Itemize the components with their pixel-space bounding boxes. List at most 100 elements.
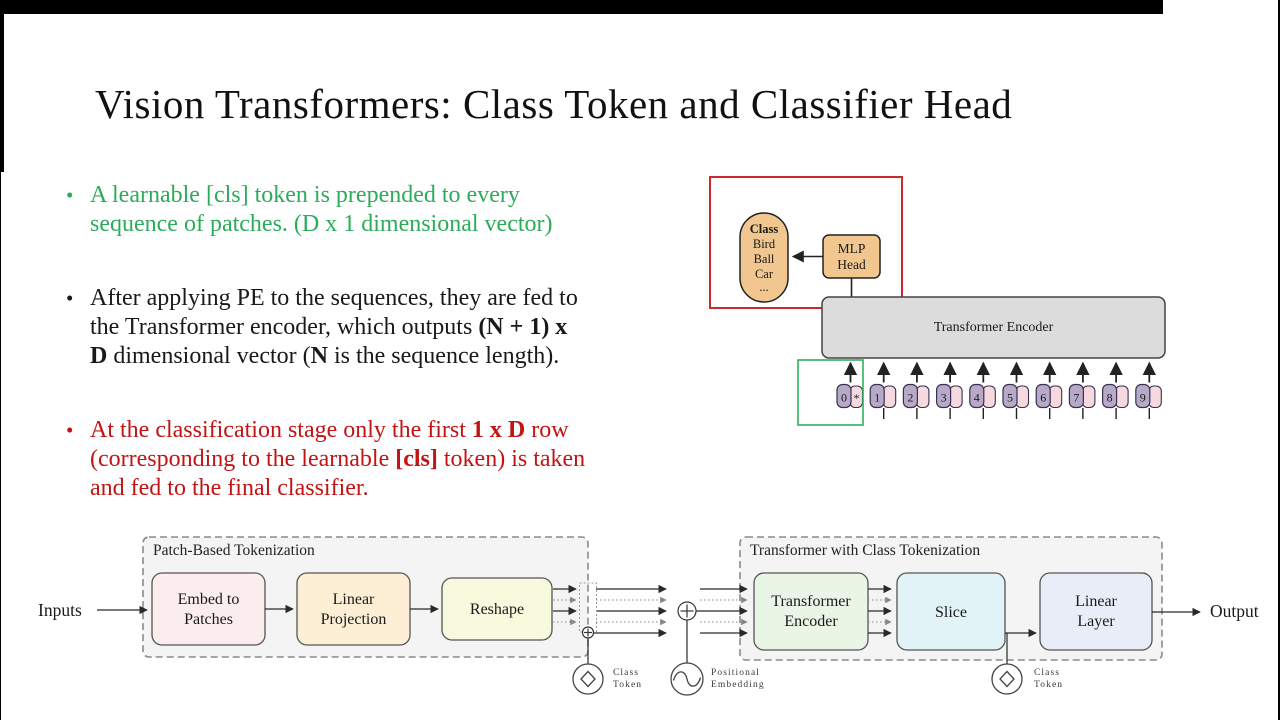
token-3: 3	[936, 361, 963, 419]
bullet-text-line: sequence of patches. (D x 1 dimensional …	[90, 211, 553, 237]
linear-layer-line1: Linear	[1075, 593, 1117, 610]
output-label: Output	[1210, 601, 1259, 621]
linear-projection-box	[296, 572, 411, 646]
transformer-encoder-label: Transformer Encoder	[934, 320, 1054, 335]
concat-plus-icon	[581, 626, 595, 639]
red-highlight-box	[709, 176, 903, 309]
add-positional-icon	[677, 601, 697, 621]
token-number: 1	[874, 391, 880, 405]
token-8: 8	[1102, 361, 1129, 419]
token-1: 1	[869, 361, 897, 419]
mlp-connectors	[791, 250, 853, 297]
token-pink-cell	[1115, 385, 1129, 409]
pipeline-transformer-encoder-box	[753, 572, 869, 651]
bullet-item: •After applying PE to the sequences, the…	[64, 284, 704, 371]
token-purple-cell	[1068, 383, 1084, 409]
class-pill-title: Class	[750, 222, 779, 236]
token-number: 5	[1007, 391, 1013, 405]
token-7: 7	[1068, 361, 1096, 419]
bullet-list: • A learnable [cls] token is prepended to…	[64, 181, 704, 548]
class-token-label-1-line1: Class	[613, 668, 639, 678]
token-number: 0	[841, 391, 847, 405]
token-9: 9	[1135, 361, 1162, 419]
token-5: 5	[1002, 361, 1030, 419]
mlp-head-line2: Head	[837, 257, 866, 272]
token-pink-cell	[1081, 385, 1096, 409]
bullet-text-line: D dimensional vector (N is the sequence …	[90, 343, 560, 369]
patch-group-label: Patch-Based Tokenization	[153, 542, 315, 559]
green-highlight-box	[797, 359, 864, 426]
positional-embedding-icon	[670, 662, 704, 696]
class-token-label-2-line1: Class	[1034, 668, 1060, 678]
token-4: 4	[969, 361, 996, 419]
frame-left-thick-line	[0, 0, 4, 172]
embed-box-line1: Embed to	[178, 591, 240, 608]
class-token-icon	[572, 663, 604, 695]
embed-to-patches-box	[151, 572, 266, 646]
frame-left-thin-line	[0, 0, 1, 720]
frame-right-line	[1278, 0, 1280, 720]
mlp-head-line1: MLP	[838, 241, 866, 256]
token-pink-cell	[1048, 385, 1063, 409]
bullet-text-line: (corresponding to the learnable [cls] to…	[90, 446, 586, 472]
token-number: 2	[907, 391, 913, 405]
token-pink-cell	[915, 385, 930, 409]
inputs-label: Inputs	[38, 600, 82, 620]
bullet-text-line: At the classification stage only the fir…	[90, 417, 569, 443]
class-token-label-2-line2: Token	[1034, 680, 1063, 690]
token-number: 4	[974, 391, 980, 405]
token-purple-cell	[969, 383, 985, 409]
token-pink-cell	[949, 385, 963, 409]
token-number: 6	[1040, 391, 1046, 405]
class-pill-item: ...	[759, 280, 768, 294]
linear-layer-line2: Layer	[1077, 613, 1115, 630]
token-number: 8	[1107, 391, 1113, 405]
token-purple-cell	[1135, 383, 1151, 409]
token-0: *0	[836, 361, 864, 409]
bullet-marker-icon: •	[66, 418, 74, 442]
token-purple-cell	[836, 383, 852, 409]
token-number: 9	[1140, 391, 1146, 405]
bullet-marker-icon: •	[66, 183, 74, 207]
bullet-item: • At the classification stage only the fi…	[64, 416, 704, 503]
pipeline-arrows	[97, 584, 1201, 664]
token-6: 6	[1035, 361, 1063, 419]
reshape-box	[441, 577, 553, 641]
class-token-label-1-line2: Token	[613, 680, 642, 690]
linear-layer-box	[1039, 572, 1153, 651]
token-2: 2	[902, 361, 930, 419]
page-title: Vision Transformers: Class Token and Cla…	[95, 81, 1013, 127]
bullet-text-line: the Transformer encoder, which outputs (…	[90, 314, 568, 340]
slice-box	[896, 572, 1006, 651]
class-pill-item: Car	[755, 267, 774, 281]
pipeline-encoder-line1: Transformer	[771, 593, 851, 610]
token-purple-cell	[1002, 383, 1018, 409]
token-pink-cell	[982, 385, 996, 409]
reshape-label: Reshape	[470, 601, 524, 618]
token-pink-cell	[882, 385, 897, 409]
class-pill-item: Ball	[754, 252, 775, 266]
token-purple-cell	[1102, 383, 1118, 409]
pipeline-diagram: Patch-Based Tokenization Transformer wit…	[38, 536, 1259, 696]
bullet-text-line: A learnable [cls] token is prepended to …	[90, 182, 520, 208]
transformer-encoder-box	[821, 296, 1166, 359]
cls-star: *	[854, 391, 860, 405]
bullet-text-line: and fed to the final classifier.	[90, 475, 369, 501]
slice-label: Slice	[935, 604, 967, 621]
token-pink-cell	[1015, 385, 1030, 409]
linear-projection-line2: Projection	[321, 611, 387, 628]
token-number: 3	[941, 391, 947, 405]
positional-embedding-label-line2: Embedding	[711, 680, 765, 690]
class-token-icon	[991, 663, 1023, 695]
embed-box-line2: Patches	[184, 611, 233, 628]
token-purple-cell	[936, 383, 952, 409]
bullet-text-line: After applying PE to the sequences, they…	[90, 285, 578, 311]
transformer-group-label: Transformer with Class Tokenization	[750, 542, 980, 559]
pipeline-encoder-line2: Encoder	[784, 613, 838, 630]
linear-projection-line1: Linear	[333, 591, 375, 608]
bullet-item: • A learnable [cls] token is prepended to…	[64, 181, 704, 239]
class-pill	[739, 212, 789, 303]
token-purple-cell	[902, 383, 918, 409]
